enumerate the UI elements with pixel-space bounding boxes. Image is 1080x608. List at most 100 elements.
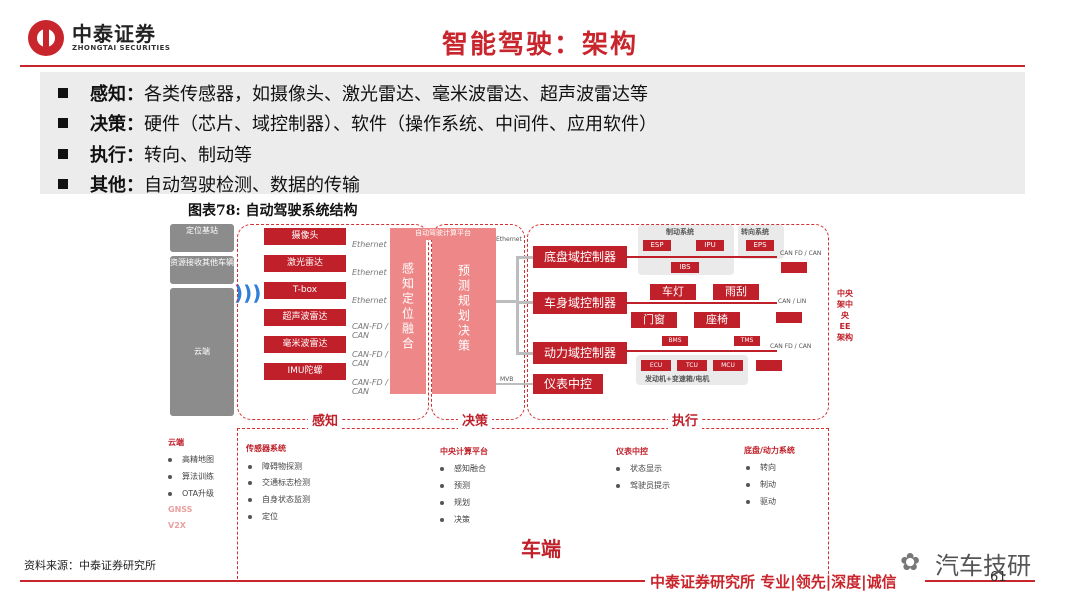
column-item-label: 定位 xyxy=(262,512,278,521)
column-item-label: 驾驶员提示 xyxy=(630,481,670,490)
segment-label-perception: 感知 xyxy=(308,410,343,429)
dot-icon xyxy=(168,474,172,479)
bus-label: MVB xyxy=(500,376,514,383)
column-item: 自身状态监测 xyxy=(248,494,310,505)
power-unit: TCU xyxy=(677,360,707,371)
platform-header: 自动驾驶计算平台 xyxy=(390,228,496,240)
power-unit: ECU xyxy=(641,360,671,371)
bullet-text: 硬件（芯片、域控制器）、软件（操作系统、中间件、应用软件） xyxy=(144,114,657,135)
dot-icon xyxy=(616,483,620,488)
column-item-label: 自身状态监测 xyxy=(262,495,310,504)
fusion-box: 感知定位融合 xyxy=(390,240,426,394)
link-label: Ethernet xyxy=(352,240,387,249)
connector-line xyxy=(516,352,533,355)
dot-icon xyxy=(746,465,750,470)
column-item: 驱动 xyxy=(746,496,776,507)
column-item-label: 决策 xyxy=(454,515,470,524)
planning-label: 预测规划决策 xyxy=(456,264,471,354)
dot-icon xyxy=(248,497,252,502)
vehicle-region xyxy=(237,428,829,579)
column-item-label: 规划 xyxy=(454,498,470,507)
column-item: 算法训练 xyxy=(168,471,214,482)
column-item-label: 高精地图 xyxy=(182,455,214,464)
column-title: 仪表中控 xyxy=(616,447,648,456)
link-label: Ethernet xyxy=(352,296,387,305)
brake-title: 制动系统 xyxy=(666,228,694,236)
body-extra-box xyxy=(776,312,802,323)
vehicle-label: 车端 xyxy=(515,533,567,562)
chassis-bus xyxy=(627,256,777,258)
bullet-item: 执行：转向、制动等 xyxy=(58,141,252,167)
link-label: Ethernet xyxy=(352,268,387,277)
logo-text: 中泰证券 xyxy=(72,22,156,46)
column-title: 底盘/动力系统 xyxy=(744,446,795,455)
connector-line xyxy=(516,256,519,354)
bullet-key: 执行： xyxy=(90,145,144,166)
footer-brand: 中泰证券研究所 专业|领先|深度|诚信 xyxy=(650,573,897,591)
column-title: 中央计算平台 xyxy=(440,447,488,456)
brake-unit: IBS xyxy=(671,262,699,273)
wireless-icon: ))) xyxy=(234,281,262,305)
power-extra-box xyxy=(756,360,782,371)
bus-label: CAN FD / CAN xyxy=(770,343,812,350)
column-item: 障碍物探测 xyxy=(248,461,302,472)
column-item: OTA升级 xyxy=(168,488,214,499)
bullet-key: 感知： xyxy=(90,84,144,105)
brake-unit: IPU xyxy=(696,240,724,251)
dot-icon xyxy=(440,466,444,471)
bullet-square-icon xyxy=(58,88,68,98)
column-item: 高精地图 xyxy=(168,454,214,465)
page-number: 61 xyxy=(990,570,1007,585)
column-item-label: 障碍物探测 xyxy=(262,462,302,471)
column-item-label: 驱动 xyxy=(760,497,776,506)
power-unit: TMS xyxy=(734,336,760,346)
column-title: 云端 xyxy=(168,438,184,447)
bullet-panel xyxy=(40,72,1025,194)
controller-chassis: 底盘域控制器 xyxy=(533,246,627,268)
column-item: 规划 xyxy=(440,497,470,508)
column-item-label: 状态显示 xyxy=(630,464,662,473)
page-title: 智能驾驶：架构 xyxy=(441,30,638,60)
cloud-box-label: 资源接收其他车辆 xyxy=(170,258,234,267)
segment-label-decision: 决策 xyxy=(458,410,493,429)
power-unit: MCU xyxy=(713,360,743,371)
wechat-icon: ✿ xyxy=(900,548,921,576)
column-extra: GNSS xyxy=(168,505,193,514)
logo-icon xyxy=(28,20,64,56)
cloud-box-label: 云端 xyxy=(194,347,210,356)
cloud-box-positioning: 定位基站 xyxy=(170,224,234,252)
dot-icon xyxy=(746,482,750,487)
power-caption: 发动机+变速箱/电机 xyxy=(645,375,710,383)
steer-title: 转向系统 xyxy=(741,228,769,236)
side-note: 中央架中央EE架构 xyxy=(837,289,853,342)
link-label: CAN-FD / CAN xyxy=(352,350,388,368)
bullet-item: 感知：各类传感器，如摄像头、激光雷达、毫米波雷达、超声波雷达等 xyxy=(58,80,648,106)
dot-icon xyxy=(248,464,252,469)
column-item-label: 转向 xyxy=(760,463,776,472)
body-unit: 座椅 xyxy=(694,312,740,328)
column-item-label: 交通标志检测 xyxy=(262,478,310,487)
footer-rule xyxy=(925,580,1035,582)
figure-title: 图表78: 自动驾驶系统结构 xyxy=(188,203,358,219)
brake-unit: ESP xyxy=(643,240,671,251)
column-extra: V2X xyxy=(168,521,186,530)
column-item: 预测 xyxy=(440,480,470,491)
bullet-item: 决策：硬件（芯片、域控制器）、软件（操作系统、中间件、应用软件） xyxy=(58,110,657,136)
source-note: 资料来源：中泰证券研究所 xyxy=(24,559,156,572)
planning-box: 预测规划决策 xyxy=(432,240,496,394)
column-item: 驾驶员提示 xyxy=(616,480,670,491)
bullet-text: 各类传感器，如摄像头、激光雷达、毫米波雷达、超声波雷达等 xyxy=(144,84,648,105)
column-item-label: 制动 xyxy=(760,480,776,489)
dot-icon xyxy=(616,466,620,471)
dot-icon xyxy=(440,500,444,505)
controller-cluster: 仪表中控 xyxy=(533,374,603,394)
column-item: 决策 xyxy=(440,514,470,525)
body-unit: 门窗 xyxy=(631,312,677,328)
bus-label: Ethernet xyxy=(496,236,522,243)
column-item: 状态显示 xyxy=(616,463,662,474)
connector-line xyxy=(496,300,518,303)
bullet-key: 决策： xyxy=(90,114,144,135)
dot-icon xyxy=(440,517,444,522)
watermark: 汽车技研 xyxy=(935,552,1031,580)
dot-icon xyxy=(440,483,444,488)
